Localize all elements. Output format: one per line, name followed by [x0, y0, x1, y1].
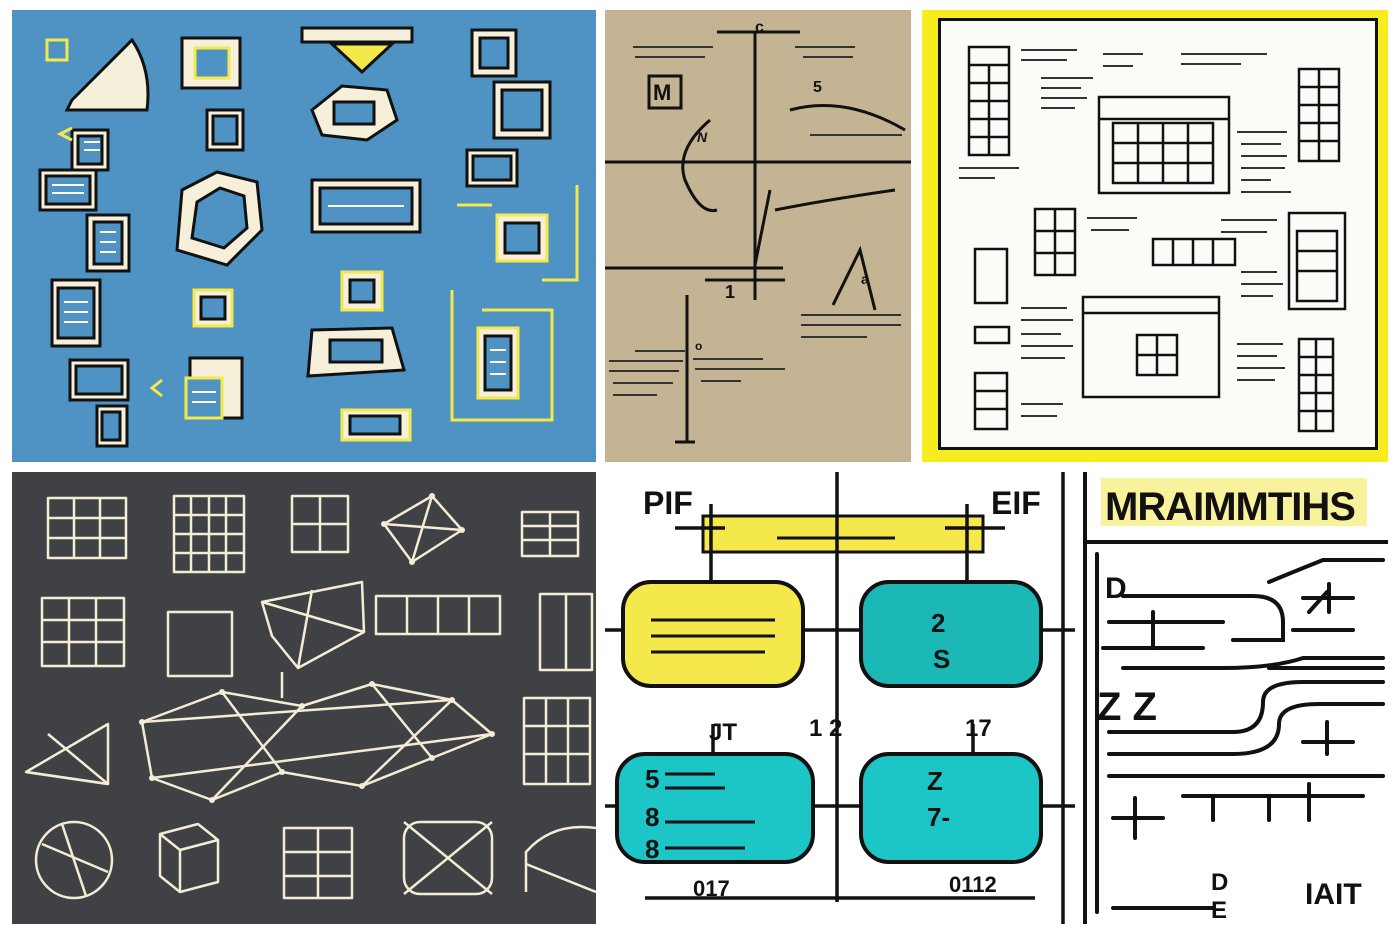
box-br-line2: 7- [927, 802, 950, 832]
table-diagram-drawing [959, 45, 1347, 433]
box-bl-line1: 5 [645, 764, 659, 794]
block-diagram-drawing: PIF EIF JT 1 2 17 2 S 5 8 8 Z 7- 017 011… [605, 472, 1075, 924]
blue-flowchart-drawing [38, 26, 579, 448]
box-bl-line2: 8 [645, 802, 659, 832]
tan-label-1: 1 [725, 282, 735, 302]
panel-maze-math: MRAIMMTIHS D Z Z D E IAIT [1083, 472, 1388, 924]
maze-label-e: E [1211, 897, 1227, 924]
chalkboard-drawing [24, 493, 596, 900]
tan-label-c: c [755, 19, 764, 36]
label-pif: PIF [643, 485, 693, 521]
label-mid-12: 1 2 [809, 715, 842, 742]
box-tr-line1: 2 [931, 608, 945, 638]
tan-label-o: o [695, 339, 702, 353]
tan-geometry-drawing: c M N 5 1 a o [605, 19, 911, 444]
tan-label-a: a [861, 271, 869, 287]
panel-blue-flowchart [12, 10, 596, 462]
maze-title: MRAIMMTIHS [1105, 485, 1355, 529]
label-bottom-right: 0112 [949, 872, 997, 897]
label-seventeen: 17 [965, 715, 992, 742]
box-br-line1: Z [927, 766, 943, 796]
label-jr: JT [709, 719, 737, 746]
maze-math-drawing: MRAIMMTIHS D Z Z D E IAIT [1083, 472, 1388, 924]
maze-label-ait: IAIT [1305, 878, 1362, 911]
label-bottom-left: 017 [693, 876, 730, 901]
maze-label-d-small: D [1211, 869, 1228, 896]
panel-tan-geometry: c M N 5 1 a o [605, 10, 911, 462]
tan-label-m: M [653, 80, 671, 105]
box-tr-line2: S [933, 644, 950, 674]
box-bl-line3: 8 [645, 834, 659, 864]
label-eif: EIF [991, 485, 1041, 521]
panel-dark-chalkboard [12, 472, 596, 924]
maze-label-zz: Z Z [1097, 685, 1157, 729]
panel-yellow-tables [922, 10, 1388, 462]
tan-label-5: 5 [813, 79, 822, 96]
panel-block-diagram: PIF EIF JT 1 2 17 2 S 5 8 8 Z 7- 017 011… [605, 472, 1075, 924]
tan-label-n: N [697, 129, 708, 145]
maze-label-d: D [1105, 572, 1127, 605]
table-diagram-frame [938, 18, 1378, 450]
